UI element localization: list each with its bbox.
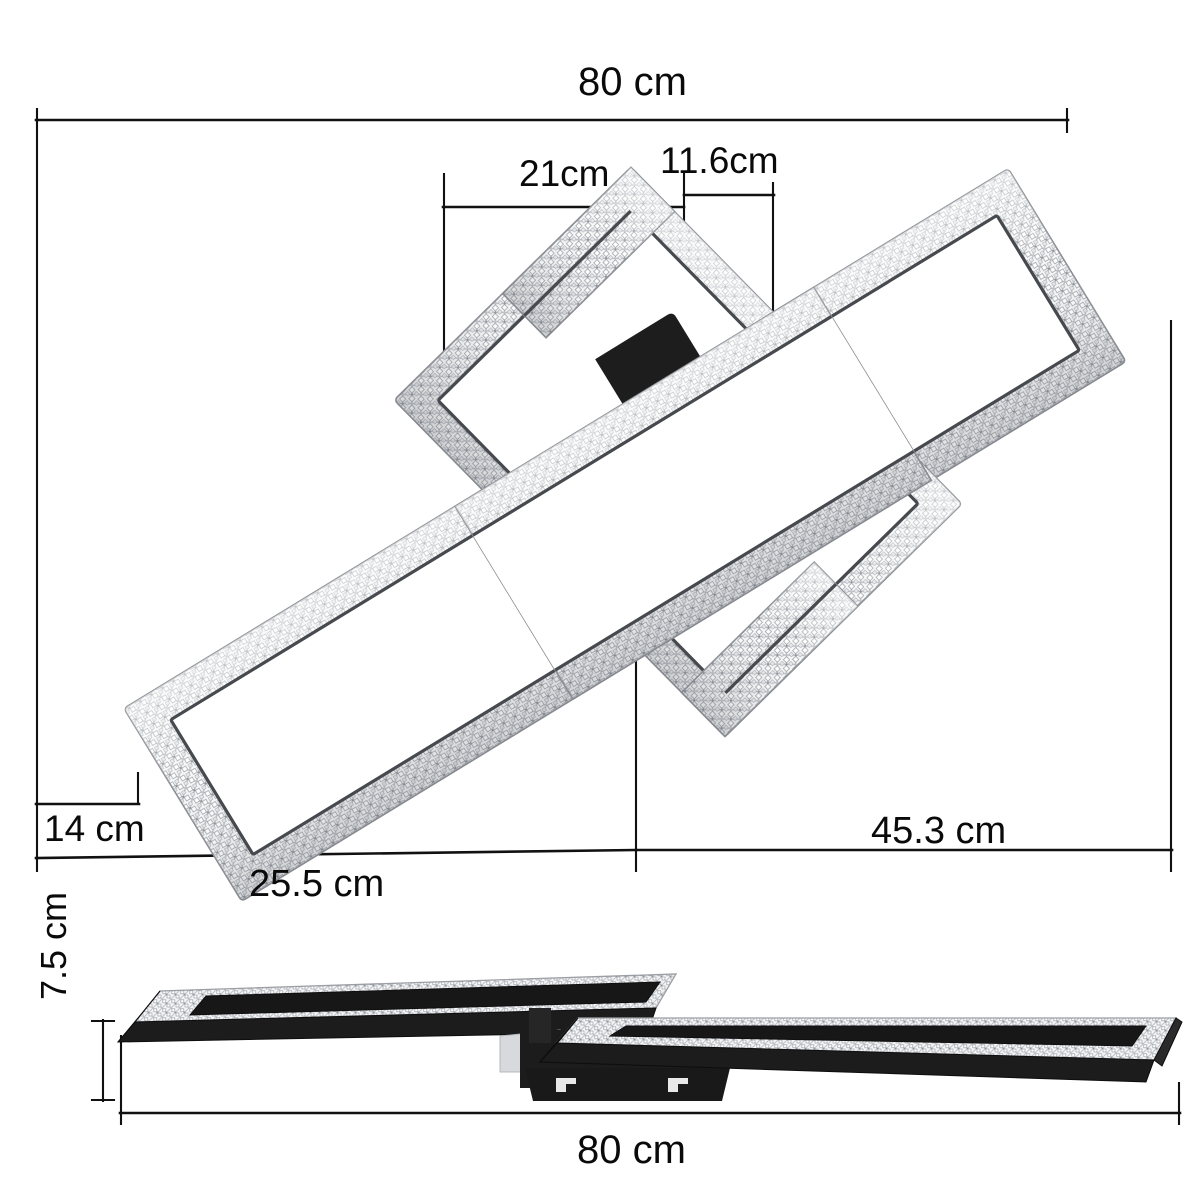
- label-inner-left-segment: 21cm: [519, 153, 610, 194]
- side-left-frame-end-cap: [117, 990, 161, 1043]
- label-left-offset: 14 cm: [44, 808, 145, 849]
- large-frame-over-segment: [454, 286, 933, 701]
- label-left-span: 25.5 cm: [249, 863, 385, 905]
- label-overall-width-side: 80 cm: [577, 1128, 686, 1172]
- side-view-dimension-lines: [90, 1018, 1182, 1125]
- large-frame-over-edge-top: [472, 315, 833, 537]
- side-right-frame-left-cap: [539, 1017, 579, 1063]
- label-right-span: 45.3 cm: [871, 810, 1007, 852]
- side-right-frame-end-cap: [1153, 1017, 1183, 1067]
- label-inner-right-segment: 11.6cm: [660, 140, 779, 181]
- side-mount-stem: [529, 1008, 551, 1043]
- label-overall-width-top: 80 cm: [578, 60, 687, 104]
- side-left-frame-inner: [188, 981, 661, 1016]
- side-right-frame-inner: [608, 1025, 1147, 1047]
- small-frame-knot-right-edge: [724, 583, 838, 694]
- top-view-fixture: [124, 166, 1126, 901]
- large-frame-over-edge-bottom: [554, 449, 915, 672]
- side-mount-base: [525, 1068, 730, 1101]
- dim-line-25-5cm: [34, 848, 638, 860]
- small-frame-knot-left-edge: [523, 210, 632, 317]
- top-view-dimension-lines: [34, 108, 1174, 872]
- small-frame-knot-segment: [501, 166, 859, 738]
- side-mount-keyhole-right: [668, 1078, 688, 1092]
- large-frame-over-hole: [472, 316, 914, 671]
- label-height: 7.5 cm: [33, 891, 74, 1000]
- side-view-fixture: [116, 973, 1183, 1101]
- side-mount-keyhole-left: [556, 1078, 576, 1092]
- side-right-frame: [538, 1017, 1183, 1083]
